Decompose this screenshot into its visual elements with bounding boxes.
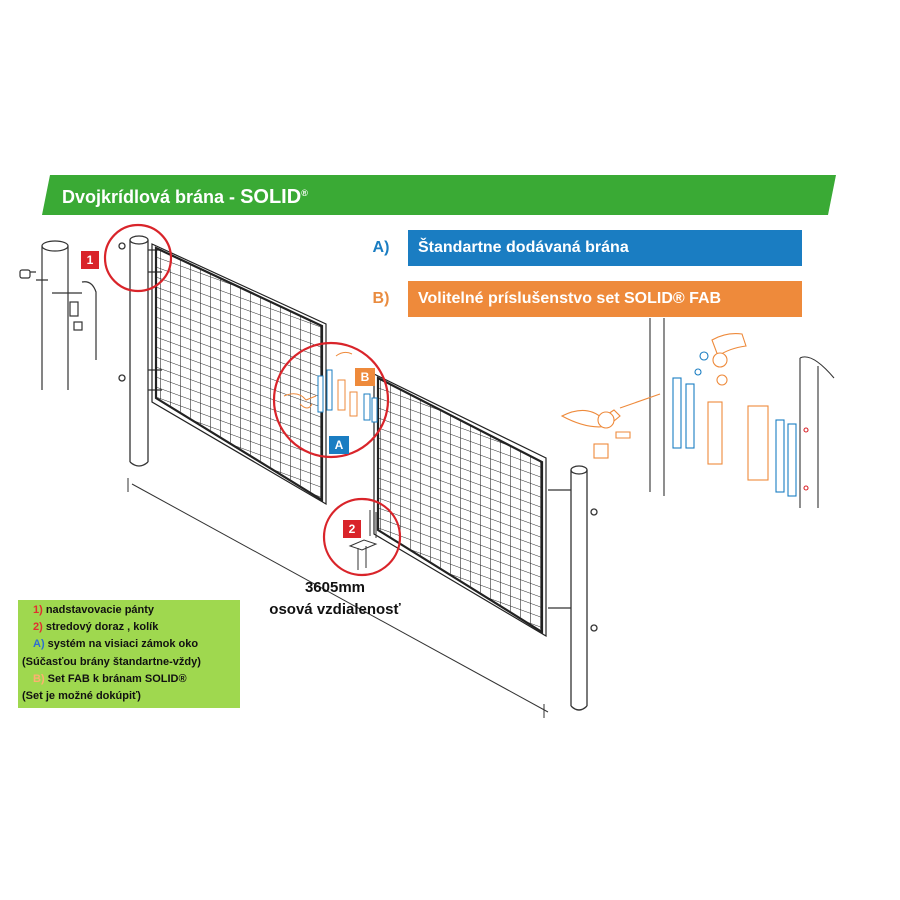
marker-2: 2 bbox=[343, 520, 361, 538]
marker-a: A bbox=[329, 436, 349, 454]
legend-text: (Set je možné dokúpiť) bbox=[22, 690, 141, 702]
legend-box bbox=[18, 600, 240, 708]
lock-parts-inset bbox=[283, 351, 378, 423]
dimension-line bbox=[127, 478, 549, 718]
legend-text: systém na visiaci zámok oko bbox=[44, 638, 199, 650]
legend-item: B) Set FAB k bránam SOLID® bbox=[33, 673, 187, 685]
legend-item: (Set je možné dokúpiť) bbox=[22, 690, 141, 702]
legend-item: (Súčasťou brány štandartne-vždy) bbox=[22, 656, 201, 668]
legend-key: 2) bbox=[33, 621, 43, 633]
brand-name: SOLID bbox=[240, 186, 302, 208]
right-gate-post bbox=[548, 465, 598, 711]
registered-mark: ® bbox=[301, 188, 308, 198]
center-stop-inset bbox=[348, 510, 378, 570]
title-banner bbox=[42, 175, 836, 215]
option-a-letter: A) bbox=[356, 230, 406, 266]
legend-text: Set FAB k bránam SOLID® bbox=[44, 673, 187, 685]
option-a-label: Štandartne dodávaná brána bbox=[408, 230, 802, 266]
page-title: Dvojkrídlová brána - SOLID® bbox=[62, 186, 308, 209]
title-text: Dvojkrídlová brána - bbox=[62, 187, 241, 207]
dimension-label: osová vzdialenosť bbox=[269, 601, 401, 618]
legend-key: 1) bbox=[33, 604, 43, 616]
marker-1: 1 bbox=[81, 251, 99, 269]
left-post-detail bbox=[19, 240, 97, 390]
marker-b: B bbox=[355, 368, 375, 386]
lock-detail bbox=[560, 318, 835, 508]
option-b-letter: B) bbox=[356, 281, 406, 317]
legend-item: 2) stredový doraz , kolík bbox=[33, 621, 158, 633]
legend-key: B) bbox=[33, 673, 45, 685]
option-b-label: Volitelné príslušenstvo set SOLID® FAB bbox=[408, 281, 802, 317]
legend-text: nadstavovacie pánty bbox=[42, 604, 155, 616]
dimension-value: 3605mm bbox=[304, 579, 366, 596]
right-gate-leaf bbox=[373, 373, 547, 638]
left-gate-leaf bbox=[151, 243, 327, 506]
legend-item: 1) nadstavovacie pánty bbox=[33, 604, 154, 616]
legend-key: A) bbox=[33, 638, 45, 650]
legend-text: (Súčasťou brány štandartne-vždy) bbox=[22, 656, 201, 668]
legend-item: A) systém na visiaci zámok oko bbox=[33, 638, 198, 650]
legend-text: stredový doraz , kolík bbox=[42, 621, 159, 633]
detail-circles bbox=[103, 223, 402, 577]
